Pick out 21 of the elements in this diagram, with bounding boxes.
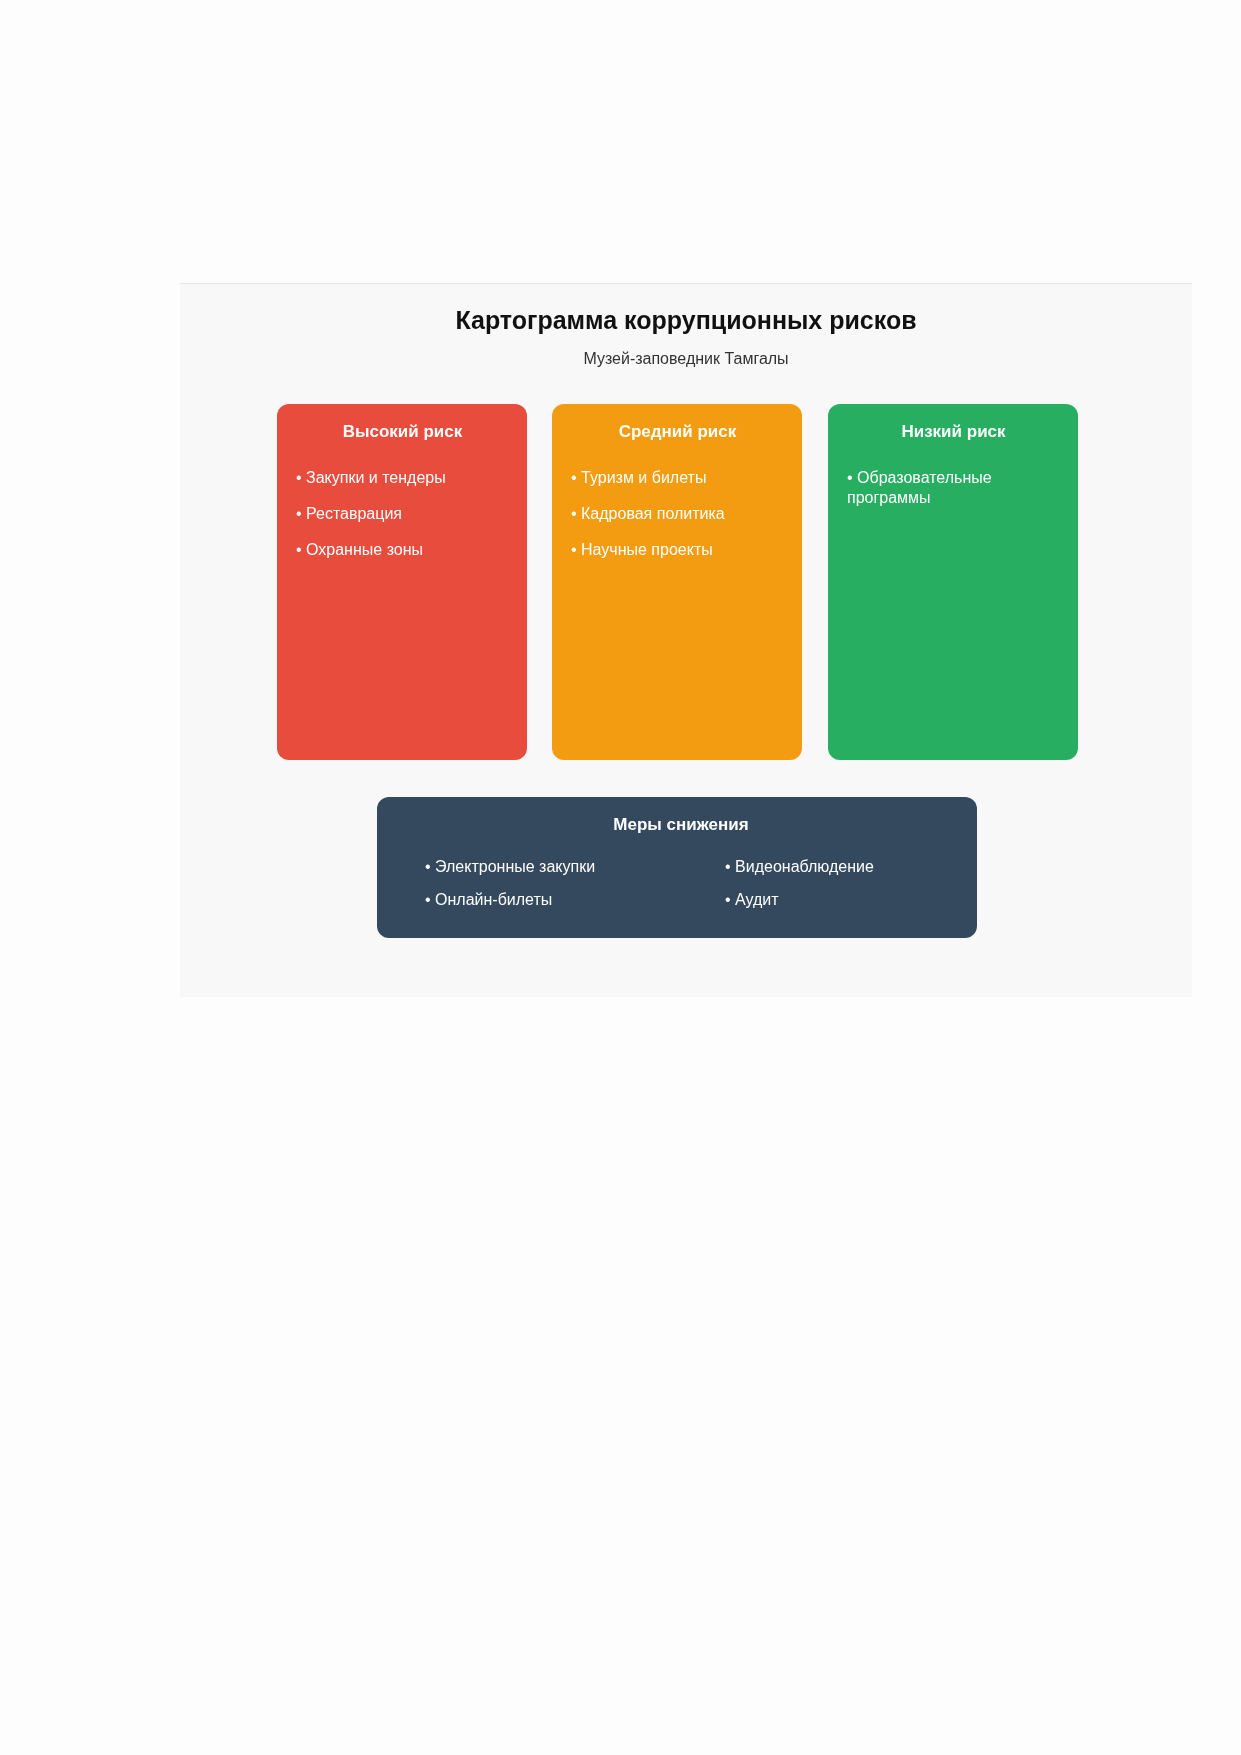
list-item: • Закупки и тендеры — [296, 468, 447, 488]
card-heading: Высокий риск — [341, 422, 464, 442]
list-item: • Охранные зоны — [296, 540, 424, 560]
risk-card — [828, 404, 1078, 760]
list-item: • Аудит — [725, 890, 780, 910]
list-item: • Туризм и билеты — [571, 468, 708, 488]
list-item: • Образовательные программы — [847, 468, 993, 508]
list-item: • Реставрация — [296, 504, 404, 524]
card-heading: Низкий риск — [900, 422, 1007, 442]
subtitle: Музей-заповедник Тамгалы — [582, 350, 790, 368]
list-item: • Онлайн-билеты — [425, 890, 554, 910]
risk-card — [552, 404, 802, 760]
list-item: • Видеонаблюдение — [725, 857, 875, 877]
card-heading: Средний риск — [617, 422, 738, 442]
list-item: • Кадровая политика — [571, 504, 726, 524]
measures-card — [377, 797, 977, 938]
card-heading: Меры снижения — [612, 815, 750, 835]
diagram-title: Картограмма коррупционных рисков — [454, 306, 918, 335]
list-item: • Электронные закупки — [425, 857, 597, 877]
risk-card — [277, 404, 527, 760]
list-item: • Научные проекты — [571, 540, 714, 560]
